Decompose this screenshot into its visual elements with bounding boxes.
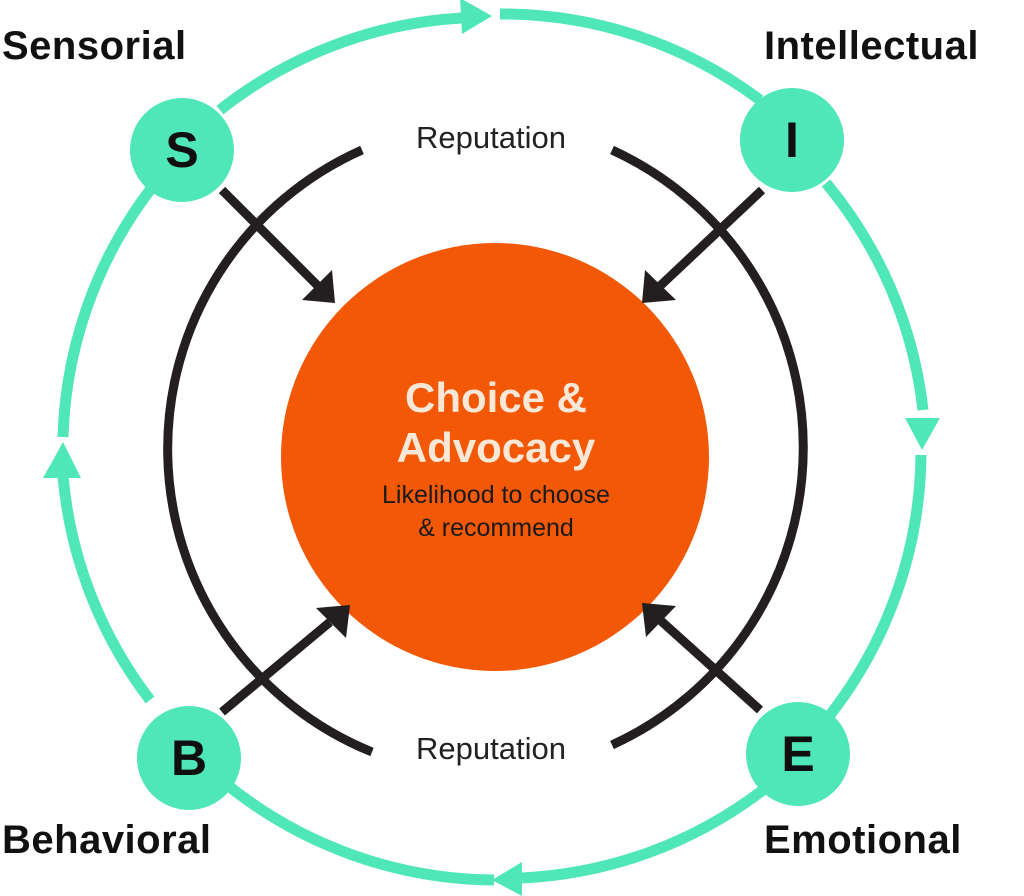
outer-arc-right-lower <box>825 454 927 719</box>
node-i: I <box>740 88 844 192</box>
reputation-arcs <box>163 145 808 757</box>
arrowhead-bottom <box>492 862 522 896</box>
node-b: B <box>137 706 241 810</box>
influence-arrows <box>218 186 766 716</box>
arrow-i-to-center <box>656 186 766 290</box>
reputation-label-bottom: Reputation <box>416 731 566 766</box>
outer-arc-bottom-left <box>221 778 495 886</box>
center-subtitle-line2: & recommend <box>418 514 574 542</box>
node-e: E <box>746 702 850 806</box>
arrowhead-right <box>905 418 940 450</box>
label-emotional: Emotional <box>764 818 962 862</box>
outer-cycle <box>57 8 929 886</box>
arrow-i-head <box>642 270 676 303</box>
center-title-line2: Advocacy <box>396 424 596 471</box>
arrow-e-head <box>642 603 676 637</box>
reputation-arc-left <box>163 145 374 757</box>
reputation-label-top: Reputation <box>416 120 566 155</box>
outer-arc-left-upper <box>57 186 155 438</box>
outer-arc-top-left <box>216 12 463 115</box>
outer-arc-top-right <box>499 8 764 105</box>
label-behavioral: Behavioral <box>2 818 212 862</box>
center-title-line1: Choice & <box>404 374 588 421</box>
outer-arc-right-upper <box>821 179 929 411</box>
center-subtitle-line1: Likelihood to choose <box>382 481 610 509</box>
arrowhead-top <box>460 0 492 34</box>
node-s: S <box>130 98 234 202</box>
arrow-s-head <box>302 270 335 303</box>
outer-arc-bottom-right <box>521 785 767 884</box>
outer-arrowheads <box>43 0 940 896</box>
arrow-s-to-center <box>218 186 322 290</box>
outer-arc-left-lower <box>57 475 155 704</box>
label-sensorial: Sensorial <box>2 24 187 68</box>
arrow-b-to-center <box>219 618 333 716</box>
reputation-arc-right <box>610 145 808 750</box>
arrow-b-head <box>316 605 350 638</box>
arrowhead-left <box>43 442 81 478</box>
center-circle <box>281 243 709 671</box>
label-intellectual: Intellectual <box>764 24 979 68</box>
arrow-e-to-center <box>656 616 764 714</box>
